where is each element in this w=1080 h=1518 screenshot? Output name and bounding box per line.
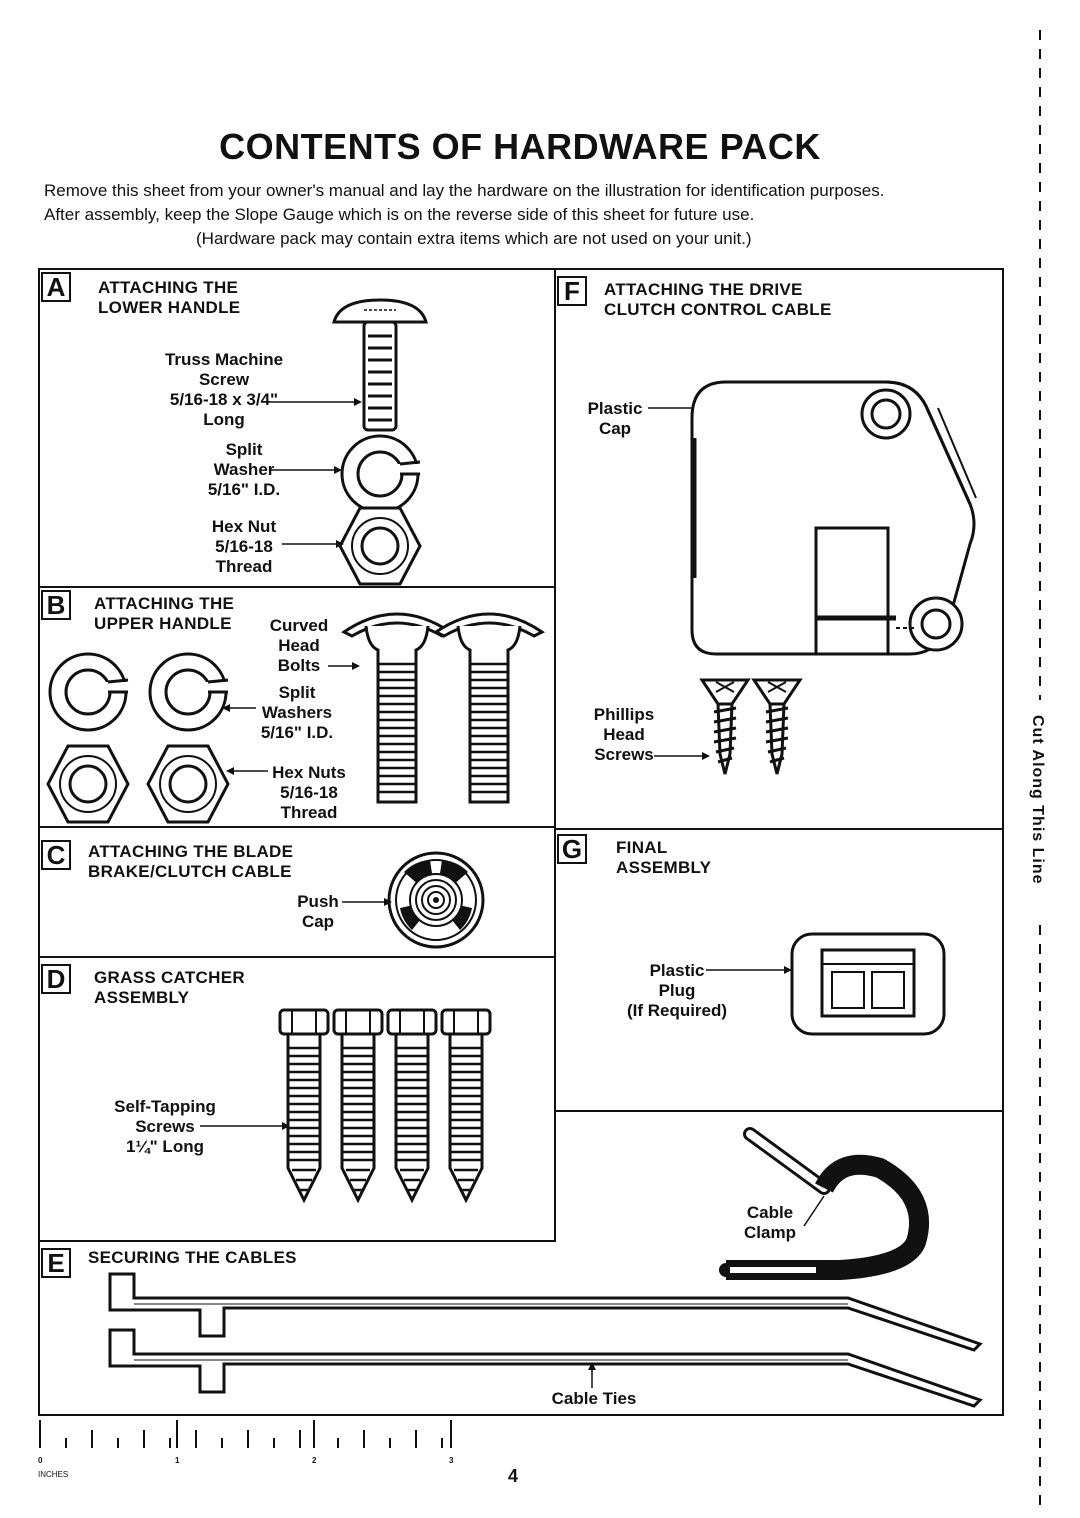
arrow-icon [226, 767, 268, 775]
ruler-unit-label: INCHES [38, 1470, 69, 1479]
intro-line-3: (Hardware pack may contain extra items w… [196, 229, 752, 248]
section-e-divider [554, 1110, 1004, 1112]
arrow-icon [270, 398, 362, 406]
arrow-icon [706, 966, 792, 974]
section-letter-a: A [41, 272, 71, 302]
cable-ties-label: Cable Ties [551, 1389, 637, 1408]
cable-tie-icon [108, 1272, 983, 1352]
section-letter-c: C [41, 840, 71, 870]
section-letter-b: B [41, 590, 71, 620]
split-washer-icon [48, 652, 130, 732]
split-washer-icon [148, 652, 230, 732]
inch-ruler [39, 1420, 452, 1448]
arrow-icon [282, 540, 344, 548]
cable-tie-icon [108, 1328, 983, 1408]
arrow-icon [222, 704, 256, 712]
arrow-icon [588, 1362, 596, 1388]
ruler-number-3: 3 [449, 1456, 454, 1465]
section-e-title: SECURING THE CABLES [88, 1248, 297, 1267]
self-tapping-screw-icon [332, 1008, 384, 1204]
intro-line-2: After assembly, keep the Slope Gauge whi… [44, 205, 755, 224]
cable-clamp-icon [719, 1127, 930, 1280]
ruler-number-1: 1 [175, 1456, 180, 1465]
phillips-screw-icon [699, 678, 751, 775]
push-cap-icon [387, 851, 485, 949]
section-letter-e: E [41, 1248, 71, 1278]
truss-screw-icon [332, 298, 428, 432]
hex-nut-icon [146, 744, 230, 824]
curved-head-bolt-icon [433, 612, 545, 804]
arrow-icon [654, 752, 710, 760]
ruler-number-0: 0 [38, 1456, 43, 1465]
self-tapping-screw-icon [386, 1008, 438, 1204]
cut-dashed-line [1039, 30, 1041, 1510]
arrow-icon [328, 662, 360, 670]
self-tapping-screw-icon [440, 1008, 492, 1204]
section-e-outer-box [38, 1110, 1004, 1416]
arrow-icon [342, 898, 392, 906]
curved-head-bolt-icon [341, 612, 453, 804]
section-letter-d: D [41, 964, 71, 994]
arrow-icon [270, 466, 342, 474]
arrow-icon [200, 1122, 290, 1130]
intro-line-1: Remove this sheet from your owner's manu… [44, 181, 885, 200]
split-washer-icon [340, 434, 422, 514]
section-letter-f: F [557, 276, 587, 306]
cut-along-line-label: Cut Along This Line [1029, 715, 1046, 885]
section-letter-g: G [557, 834, 587, 864]
plastic-cap-icon [690, 380, 977, 656]
page-number: 4 [508, 1466, 519, 1486]
hex-nut-icon [338, 506, 422, 586]
plastic-plug-icon [790, 932, 946, 1036]
phillips-screw-icon [751, 678, 803, 775]
self-tapping-screw-icon [278, 1008, 330, 1204]
ruler-number-2: 2 [312, 1456, 317, 1465]
page-title: CONTENTS OF HARDWARE PACK [219, 126, 821, 167]
hex-nut-icon [46, 744, 130, 824]
